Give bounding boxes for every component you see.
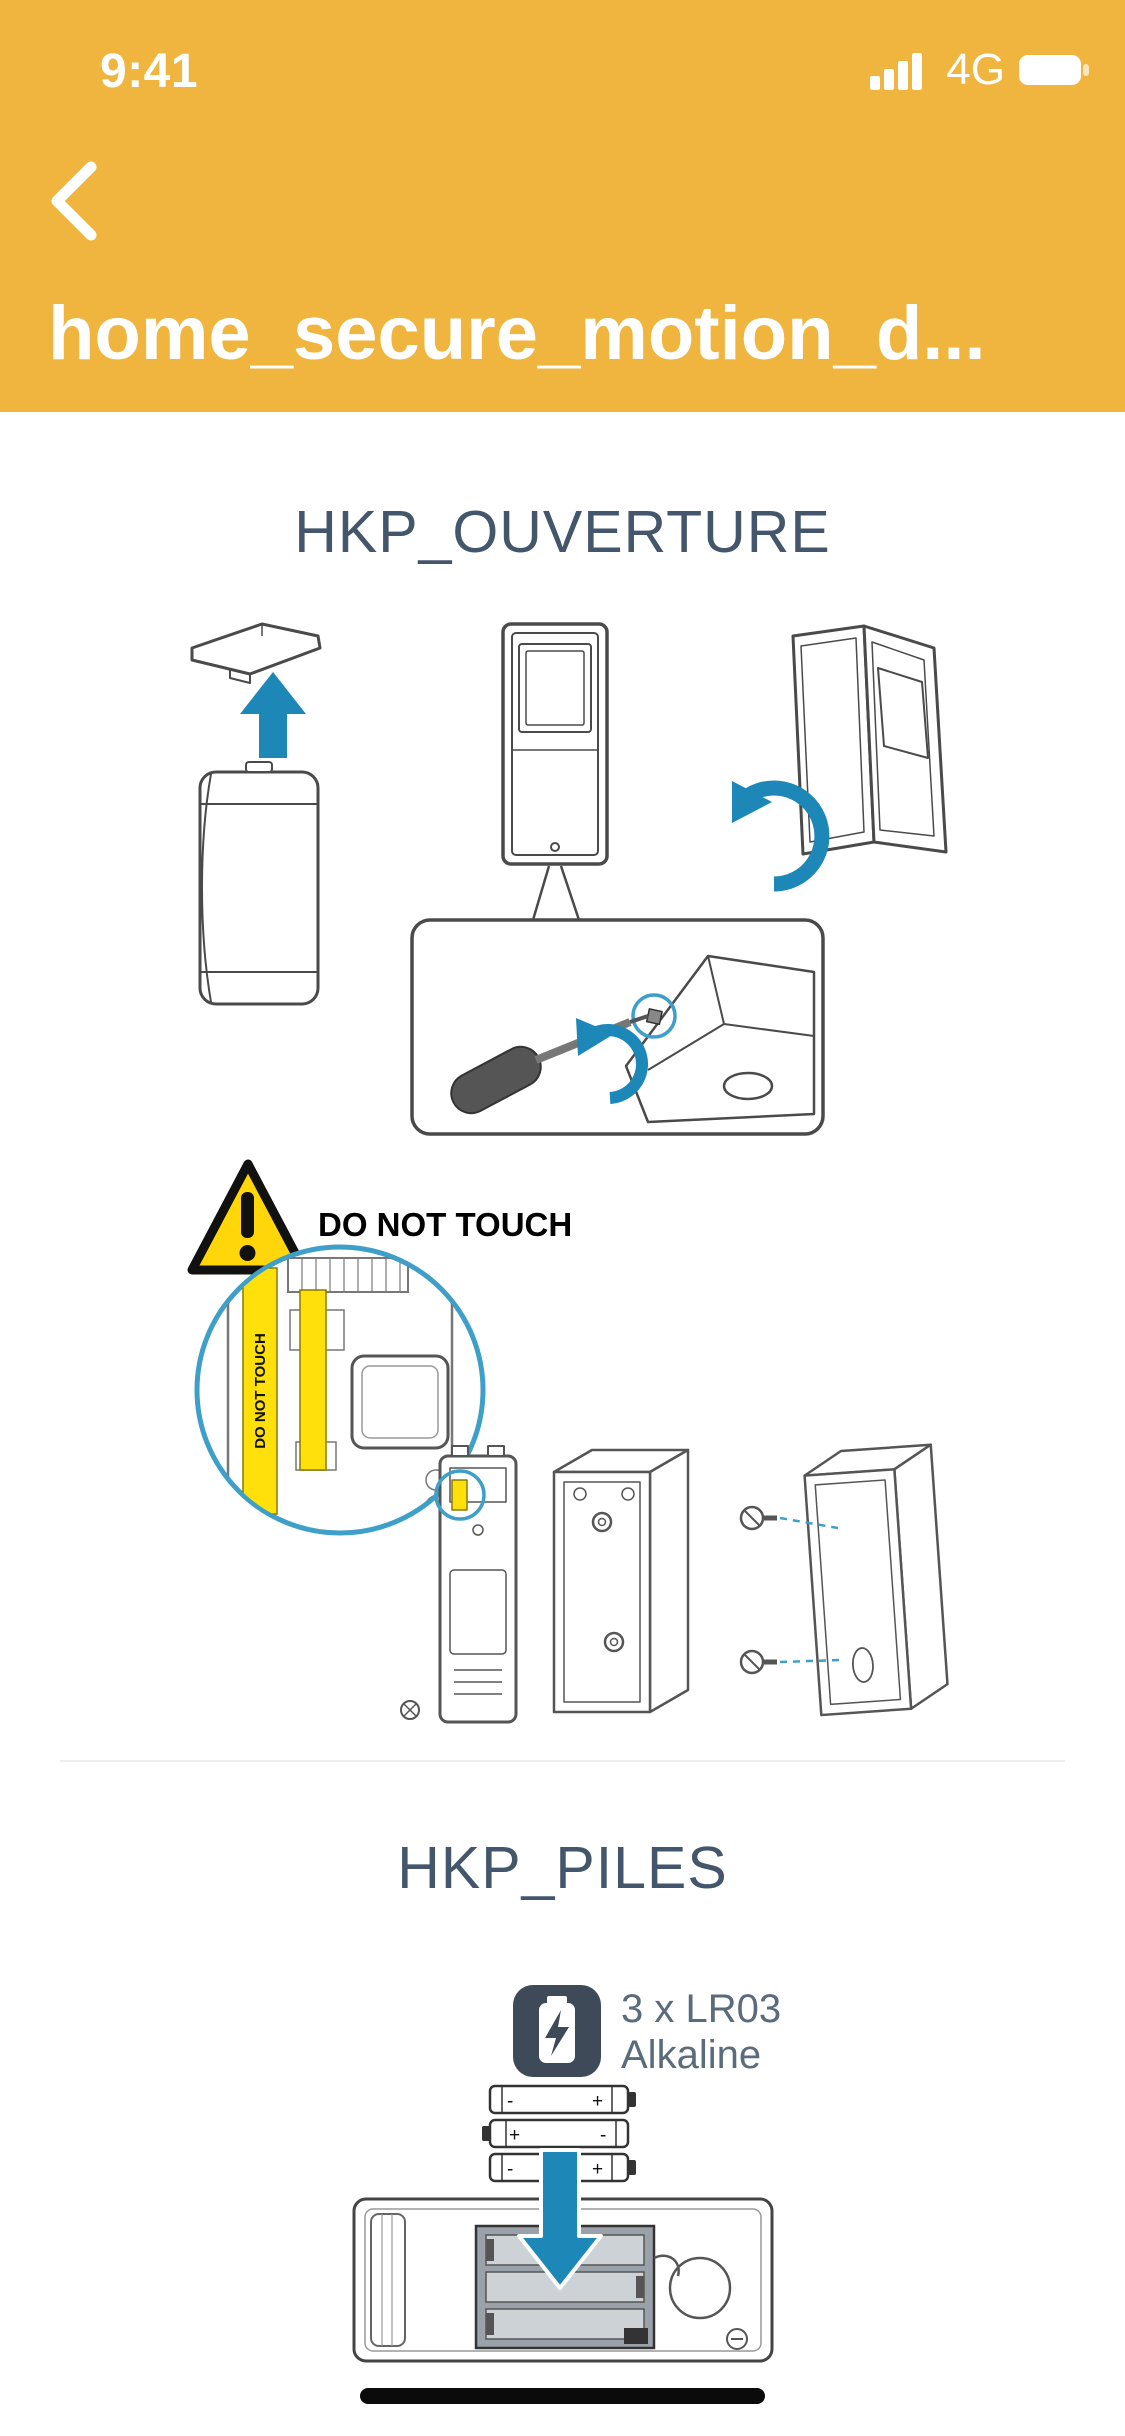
screw-guide-line (779, 1516, 839, 1530)
do-not-touch-strip (242, 1267, 278, 1515)
section-title-piles: HKP_PILES (397, 1835, 728, 1901)
cover-open-illustration (732, 624, 948, 892)
pcb-detail-illustration: DO NOT TOUCH (194, 1244, 486, 1536)
section-title-ouverture: HKP_OUVERTURE (294, 499, 831, 565)
screwdriver-callout-illustration (410, 918, 825, 1136)
opening-steps-illustration (190, 622, 948, 1136)
battery-type-label: Alkaline (621, 2033, 761, 2077)
status-icons: 4G (870, 48, 1091, 92)
signal-strength-icon (870, 53, 923, 90)
wire-loop (668, 2256, 732, 2320)
rotate-arrow-icon (734, 780, 830, 892)
do-not-touch-strip-2 (299, 1289, 327, 1471)
screw-highlight-circle (631, 993, 677, 1039)
battery-spec-label: 3 x LR03 (621, 1987, 781, 2031)
up-arrow-icon (240, 672, 306, 758)
insert-arrow-icon (517, 2148, 603, 2290)
screw-guide-line (779, 1658, 841, 1664)
warning-and-mounting-illustration: DO NOT TOUCH DO NOT TOUCH (187, 1159, 949, 1724)
do-not-touch-label: DO NOT TOUCH (318, 1206, 572, 1243)
svg-text:+: + (592, 2159, 603, 2180)
cover-removal-illustration (190, 622, 322, 1006)
chevron-left-icon (51, 161, 97, 240)
front-cover-illustration (501, 622, 609, 921)
home-indicator[interactable] (360, 2388, 765, 2404)
svg-text:+: + (509, 2125, 520, 2146)
app-header: 9:41 4G home_secure_motion_d... (0, 0, 1125, 412)
battery-icon-badge (513, 1985, 601, 2077)
pcb-strip-label: DO NOT TOUCH (252, 1333, 269, 1449)
svg-text:+: + (592, 2091, 603, 2112)
svg-text:-: - (507, 2159, 513, 2180)
status-bar: 9:41 4G (0, 42, 1125, 98)
page-title: home_secure_motion_d... (48, 291, 986, 376)
battery-status-icon (1019, 55, 1089, 85)
warning-triangle-icon (187, 1159, 309, 1275)
section-divider (60, 1760, 1065, 1762)
svg-text:-: - (507, 2091, 513, 2112)
network-label: 4G (946, 45, 1005, 94)
mounting-exploded-illustration (400, 1443, 949, 1724)
status-time: 9:41 (100, 45, 199, 98)
strip-highlight-circle (434, 1469, 486, 1521)
svg-text:-: - (600, 2125, 606, 2146)
back-button[interactable] (30, 156, 120, 248)
battery-install-illustration: 3 x LR03 Alkaline + - + - + - (352, 1985, 781, 2363)
